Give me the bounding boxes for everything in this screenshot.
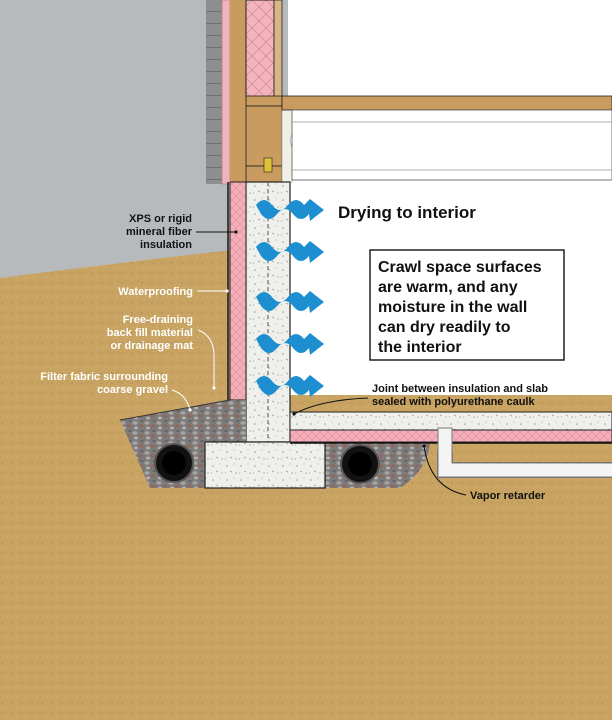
drywall [273,0,283,111]
leader-line [171,389,192,412]
drying-arrow [256,199,324,221]
xps-label-line: XPS or rigid [129,213,192,225]
backfill-text: back fill material [107,327,193,339]
filter-fabric [119,399,231,421]
filter-fabric-label: Filter fabric surrounding coarse gravel [40,371,192,412]
filter-text: Filter fabric surrounding [40,371,168,383]
backfill-text: Free-draining [123,314,193,326]
pipe-bore [162,451,186,475]
joint-text: sealed with polyurethane caulk [372,396,535,408]
xps-label-line: insulation [140,239,192,251]
anchor-bolt [263,157,273,173]
backfill-text: or drainage mat [110,340,193,352]
exterior-insulation [229,181,247,401]
callout-box: Crawl space surfaces are warm, and any m… [369,249,565,361]
xps-label-line: mineral fiber [126,226,193,238]
callout-line: are warm, and any [378,279,518,296]
vapor-text: Vapor retarder [470,490,546,502]
drying-arrow [256,241,324,263]
drying-arrow [256,333,324,355]
sky [0,0,222,182]
callout-frame [369,249,565,361]
leader-line [292,397,369,416]
wall-cavity-insulation [245,0,275,101]
filter-text: coarse gravel [97,384,168,396]
waterproofing-label: Waterproofing [118,286,229,298]
joint-label: Joint between insulation and slab sealed… [292,383,548,416]
crawl-floor-soil [0,420,612,720]
drain-riser [437,427,453,455]
exterior-foam [221,0,231,185]
slab [289,411,612,431]
leader-line [197,329,216,390]
rim-joist [245,105,283,167]
drying-arrow [256,375,324,397]
subfloor [281,95,612,111]
siding [206,0,226,184]
backfill-label: Free-draining back fill material or drai… [107,314,216,390]
callout-line: Crawl space surfaces [378,259,542,276]
drying-arrow [256,291,324,313]
drying-label: Drying to interior [338,203,476,222]
waterproofing-text: Waterproofing [118,286,193,298]
leader-line [422,444,467,496]
drying-arrows [256,199,324,397]
xps-label: XPS or rigid mineral fiber insulation [126,213,238,251]
bottom-plate [245,95,283,107]
exterior-gravel [120,400,246,488]
pipe-bore [348,452,372,476]
callout-line: moisture in the wall [378,299,527,316]
joint-text: Joint between insulation and slab [372,383,548,395]
callout-line: the interior [378,339,462,356]
vapor-label: Vapor retarder [422,444,546,502]
wall-sheathing [230,0,246,184]
sump-pipe [438,452,612,477]
footing [204,441,326,489]
callout-line: can dry readily to [378,319,511,336]
floor-joist [291,109,612,181]
